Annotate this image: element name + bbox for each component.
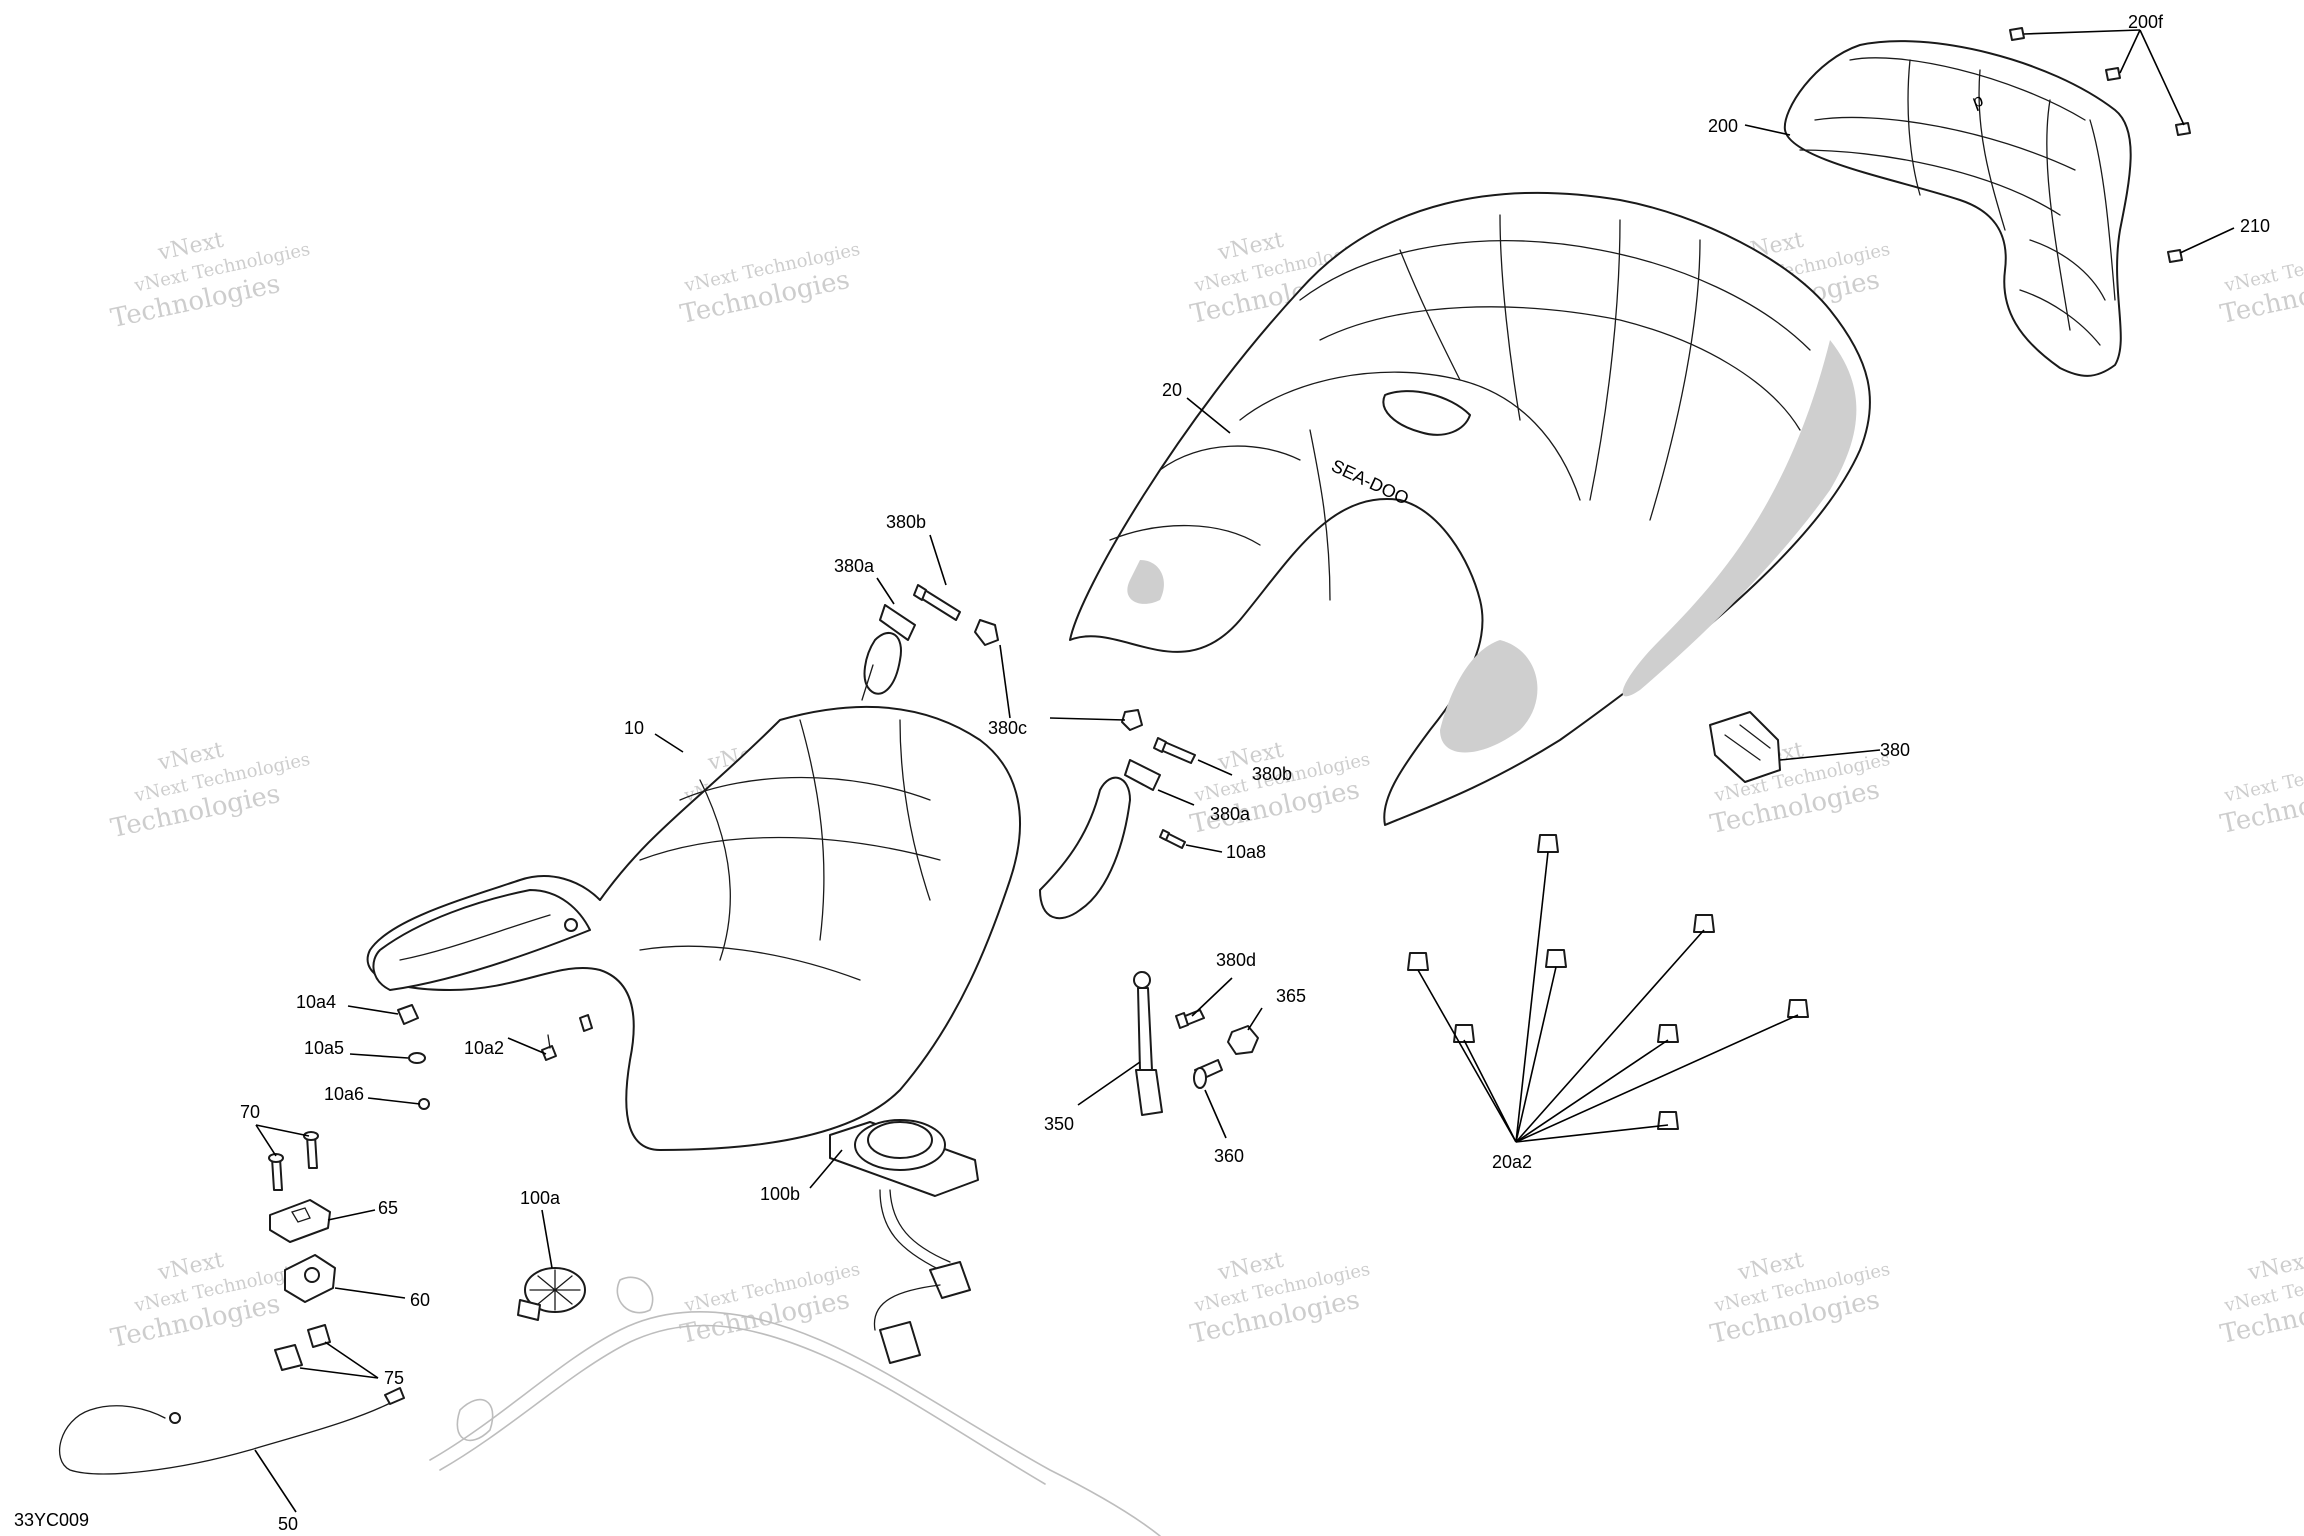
- watermark: vNext Technologies Technologies: [678, 239, 862, 330]
- callout-75: 75: [384, 1368, 404, 1388]
- watermark: vNext vNext Technologies Technologies: [1708, 1248, 1892, 1350]
- wiring-harness-ghost: [429, 1276, 1161, 1536]
- backrest-part-200[interactable]: p: [1783, 40, 2132, 377]
- bolt-part-380d[interactable]: [1175, 1009, 1205, 1029]
- bolt-part-380b[interactable]: [913, 584, 961, 621]
- callout-380: 380: [1880, 740, 1910, 760]
- cable-part-50[interactable]: [59, 1387, 405, 1475]
- callout-380a: 380a: [834, 556, 875, 576]
- watermark: vNext Technologies Technologies: [2218, 749, 2304, 840]
- clip-part-75[interactable]: [274, 1324, 331, 1371]
- screw-part-210[interactable]: [2167, 249, 2183, 263]
- fastener-part-10a2[interactable]: [541, 1014, 593, 1061]
- callout-200f: 200f: [2128, 12, 2164, 32]
- connector-part-100a[interactable]: [517, 1267, 586, 1321]
- callout-380b-lower: 380b: [1252, 764, 1292, 784]
- nut-part-380c-upper[interactable]: [974, 619, 999, 646]
- screw-part-70[interactable]: [268, 1131, 319, 1191]
- callout-70: 70: [240, 1102, 260, 1122]
- bumpers-part-20a2[interactable]: [1407, 834, 1809, 1130]
- nut-part-365[interactable]: [1227, 1025, 1259, 1055]
- callout-380c: 380c: [988, 718, 1027, 738]
- nut-part-10a6[interactable]: [418, 1098, 430, 1110]
- callout-20a2: 20a2: [1492, 1152, 1532, 1172]
- callout-380b: 380b: [886, 512, 926, 532]
- gas-strut-part-350[interactable]: [1133, 971, 1163, 1116]
- callout-10a4: 10a4: [296, 992, 336, 1012]
- callout-50: 50: [278, 1514, 298, 1534]
- latch-cover-part-65[interactable]: [269, 1199, 331, 1243]
- front-seat-part-10[interactable]: [366, 631, 1131, 1151]
- callout-60: 60: [410, 1290, 430, 1310]
- watermark: vNext vNext Technologies Technologies: [108, 738, 312, 844]
- leader-lines: [254, 29, 2235, 1513]
- callout-365: 365: [1276, 986, 1306, 1006]
- callout-360: 360: [1214, 1146, 1244, 1166]
- diagram-code: 33YC009: [14, 1510, 89, 1530]
- bolt-part-10a8[interactable]: [1159, 829, 1186, 849]
- callout-380a-lower: 380a: [1210, 804, 1251, 824]
- latch-part-380[interactable]: [1709, 711, 1781, 783]
- watermarks: vNext vNext Technologies Technologies vN…: [108, 228, 2304, 1354]
- callout-100a: 100a: [520, 1188, 561, 1208]
- callout-20: 20: [1162, 380, 1182, 400]
- callout-10a2: 10a2: [464, 1038, 504, 1058]
- callout-65: 65: [378, 1198, 398, 1218]
- callout-labels: 200f 200 210 20 380b 380a 380c 10 380b 3…: [14, 12, 2270, 1534]
- callout-100b: 100b: [760, 1184, 800, 1204]
- spacer-part-380a[interactable]: [879, 604, 916, 641]
- callout-350: 350: [1044, 1114, 1074, 1134]
- callout-10a6: 10a6: [324, 1084, 364, 1104]
- washer-part-10a5[interactable]: [408, 1052, 426, 1064]
- callout-10a8: 10a8: [1226, 842, 1266, 862]
- callout-380d: 380d: [1216, 950, 1256, 970]
- callout-10a5: 10a5: [304, 1038, 344, 1058]
- watermark: vNext vNext Technologies Technologies: [108, 1248, 312, 1354]
- callout-200: 200: [1708, 116, 1738, 136]
- rear-seat-part-20[interactable]: SEA-DOO: [1069, 191, 1871, 826]
- speaker-part-100b[interactable]: [829, 1119, 979, 1364]
- screw-part-200f[interactable]: [2009, 27, 2191, 136]
- callout-210: 210: [2240, 216, 2270, 236]
- spacer-part-380a-lower[interactable]: [1124, 759, 1161, 791]
- latch-part-60[interactable]: [284, 1254, 336, 1303]
- watermark: vNext vNext Technologies Technologies: [108, 228, 312, 334]
- bracket-part-10a4[interactable]: [397, 1004, 419, 1025]
- watermark: vNext vNext Technologies Technologies: [1188, 1248, 1372, 1350]
- pin-part-360[interactable]: [1193, 1059, 1223, 1089]
- watermark: vNext vNext Technologies Technologies: [2218, 1248, 2304, 1350]
- callout-10: 10: [624, 718, 644, 738]
- bolt-part-380b-lower[interactable]: [1153, 737, 1196, 764]
- watermark: vNext Technologies Technologies: [2218, 239, 2304, 330]
